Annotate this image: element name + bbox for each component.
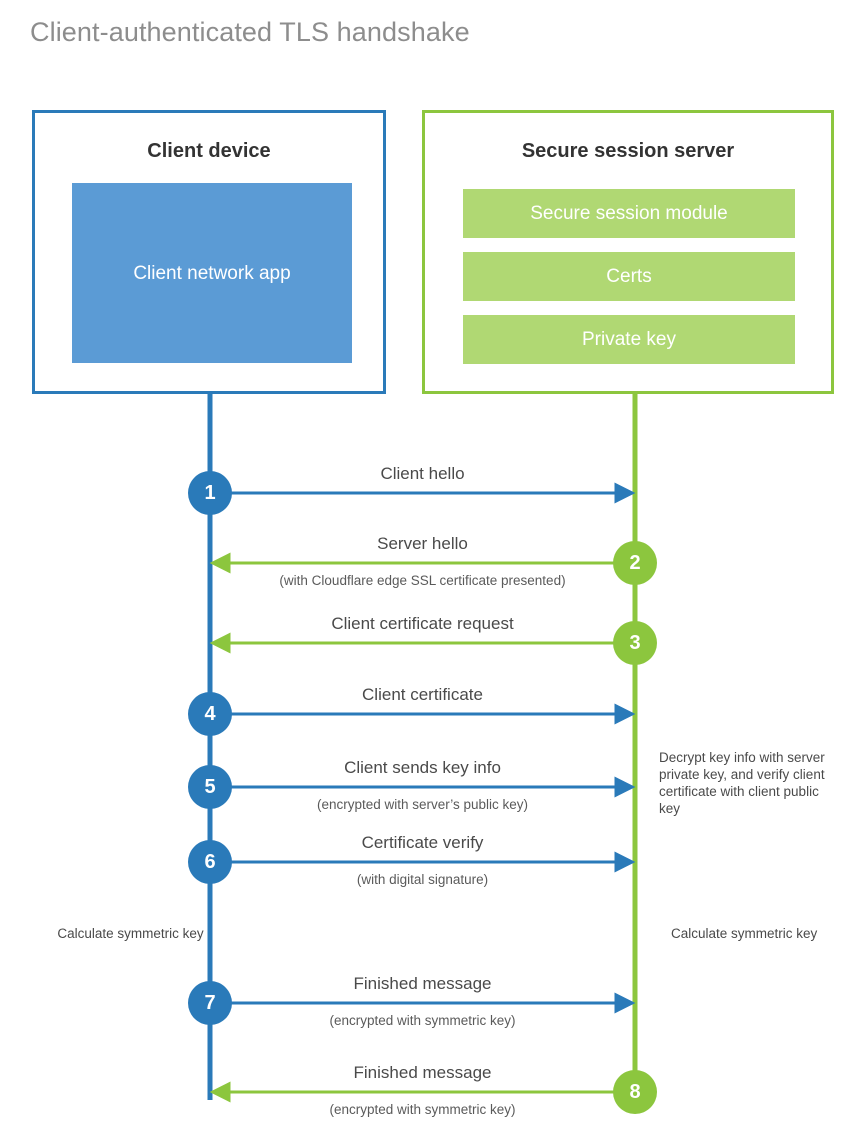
secure-session-server-box: Secure session server Secure session mod… [422, 110, 834, 394]
server-bar-secure-session-module: Secure session module [463, 189, 795, 238]
step-number-4: 4 [188, 692, 232, 736]
message-sublabel-6: (with digital signature) [356, 872, 489, 887]
step-number-7: 7 [188, 981, 232, 1025]
secure-session-server-title: Secure session server [521, 140, 735, 162]
message-label-8: Finished message [353, 1063, 492, 1082]
message-label-4: Client certificate [362, 685, 483, 704]
server-calculate-symmetric-key-note: Calculate symmetric key [671, 926, 818, 941]
step-number-1: 1 [188, 471, 232, 515]
server-bar-private-key: Private key [463, 315, 795, 364]
client-device-box: Client device Client network app [32, 110, 386, 394]
server-bar-certs: Certs [463, 252, 795, 301]
client-calculate-symmetric-key-note: Calculate symmetric key [57, 926, 204, 941]
message-sublabel-5: (encrypted with server’s public key) [316, 797, 529, 812]
message-label-6: Certificate verify [361, 833, 484, 852]
message-sublabel-7: (encrypted with symmetric key) [329, 1013, 516, 1028]
message-label-3: Client certificate request [331, 614, 514, 633]
message-label-5: Client sends key info [344, 758, 501, 777]
message-label-2: Server hello [377, 534, 468, 553]
page-title: Client-authenticated TLS handshake [30, 17, 470, 47]
step-number-2: 2 [613, 541, 657, 585]
message-label-1: Client hello [380, 464, 465, 483]
message-label-7: Finished message [353, 974, 492, 993]
step-number-3: 3 [613, 621, 657, 665]
server-decrypt-note: Decrypt key info with server private key… [659, 750, 825, 816]
client-device-title: Client device [147, 140, 271, 162]
step-number-8: 8 [613, 1070, 657, 1114]
client-network-app-block: Client network app [72, 183, 352, 363]
message-sublabel-8: (encrypted with symmetric key) [329, 1102, 516, 1117]
message-sublabel-2: (with Cloudflare edge SSL certificate pr… [279, 573, 566, 588]
step-number-5: 5 [188, 765, 232, 809]
step-number-6: 6 [188, 840, 232, 884]
